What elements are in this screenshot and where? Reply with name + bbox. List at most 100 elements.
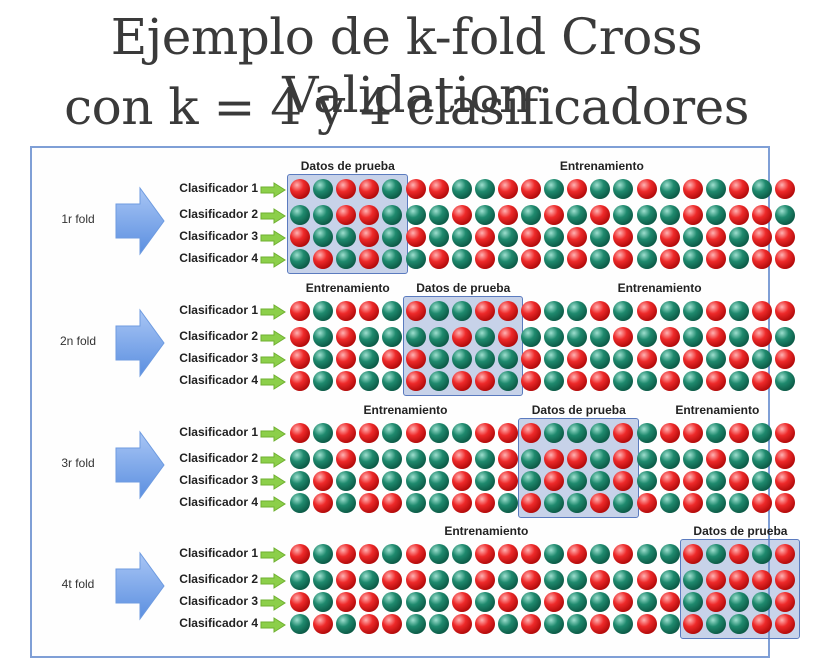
green-sample-ball [521, 327, 541, 347]
classifier-label: Clasificador 3 [179, 473, 258, 487]
green-sample-ball [613, 371, 634, 391]
green-sample-ball [728, 301, 749, 321]
green-sample-ball [382, 179, 403, 199]
small-arrow-icon [260, 547, 286, 563]
classifier-label: Clasificador 2 [179, 207, 258, 221]
classifier-label: Clasificador 4 [179, 373, 258, 387]
classifier-label: Clasificador 3 [179, 351, 258, 365]
red-sample-ball [451, 371, 472, 391]
red-sample-ball [405, 349, 426, 369]
green-sample-ball [567, 493, 588, 513]
green-sample-ball [521, 471, 541, 491]
red-sample-ball [752, 205, 772, 225]
red-sample-ball [336, 349, 357, 369]
green-sample-ball [728, 371, 749, 391]
small-arrow [260, 252, 286, 272]
small-arrow-icon [260, 252, 286, 268]
classifier-row: Clasificador 4 [32, 370, 796, 392]
red-sample-ball [290, 179, 310, 199]
red-sample-ball [497, 544, 518, 564]
green-sample-ball [544, 227, 565, 247]
red-sample-ball [590, 371, 611, 391]
green-sample-ball [359, 371, 380, 391]
fold-label: 1r fold [61, 212, 95, 226]
red-sample-ball [590, 614, 611, 634]
red-sample-ball [752, 301, 772, 321]
red-sample-ball [313, 249, 334, 269]
green-sample-ball [752, 423, 772, 443]
title-line-1: Ejemplo de k-fold Cross Validation [110, 8, 703, 124]
small-arrow-icon [260, 330, 286, 346]
green-sample-ball [451, 544, 472, 564]
green-sample-ball [544, 493, 565, 513]
fold-label: 2n fold [59, 334, 97, 348]
small-arrow [260, 182, 286, 202]
green-sample-ball [474, 449, 495, 469]
green-sample-ball [659, 570, 680, 590]
green-sample-ball [705, 544, 726, 564]
green-sample-ball [382, 471, 403, 491]
green-sample-ball [682, 327, 703, 347]
red-sample-ball [544, 471, 565, 491]
green-sample-ball [682, 371, 703, 391]
red-sample-ball [359, 205, 380, 225]
red-sample-ball [659, 471, 680, 491]
red-sample-ball [775, 349, 796, 369]
red-sample-ball [451, 493, 472, 513]
red-sample-ball [359, 423, 380, 443]
red-sample-ball [521, 614, 541, 634]
green-sample-ball [313, 423, 334, 443]
red-sample-ball [590, 301, 611, 321]
small-arrow-icon [260, 573, 286, 589]
red-sample-ball [775, 301, 796, 321]
green-sample-ball [544, 179, 565, 199]
green-sample-ball [405, 249, 426, 269]
red-sample-ball [497, 205, 518, 225]
green-sample-ball [313, 349, 334, 369]
green-sample-ball [428, 423, 449, 443]
green-sample-ball [521, 205, 541, 225]
red-sample-ball [613, 471, 634, 491]
red-sample-ball [290, 592, 310, 612]
classifier-label: Clasificador 1 [179, 181, 258, 195]
classifier-row: Clasificador 1 [32, 422, 796, 444]
green-sample-ball [705, 493, 726, 513]
red-sample-ball [405, 570, 426, 590]
red-sample-ball [728, 544, 749, 564]
green-sample-ball [405, 449, 426, 469]
green-sample-ball [682, 227, 703, 247]
green-sample-ball [451, 249, 472, 269]
green-sample-ball [728, 249, 749, 269]
red-sample-ball [775, 227, 796, 247]
green-sample-ball [382, 423, 403, 443]
small-arrow-icon [260, 595, 286, 611]
red-sample-ball [336, 205, 357, 225]
green-sample-ball [636, 544, 657, 564]
green-sample-ball [336, 614, 357, 634]
green-sample-ball [613, 301, 634, 321]
green-sample-ball [313, 205, 334, 225]
big-arrow [114, 186, 166, 260]
big-arrow-icon [115, 186, 165, 256]
green-sample-ball [544, 371, 565, 391]
green-sample-ball [474, 349, 495, 369]
green-sample-ball [290, 205, 310, 225]
small-arrow [260, 547, 286, 567]
green-sample-ball [590, 327, 611, 347]
green-sample-ball [359, 570, 380, 590]
green-sample-ball [313, 592, 334, 612]
red-sample-ball [474, 249, 495, 269]
small-arrow-icon [260, 304, 286, 320]
red-sample-ball [474, 614, 495, 634]
red-sample-ball [590, 493, 611, 513]
green-sample-ball [567, 327, 588, 347]
small-arrow-icon [260, 208, 286, 224]
red-sample-ball [451, 327, 472, 347]
red-sample-ball [705, 592, 726, 612]
red-sample-ball [775, 614, 796, 634]
green-sample-ball [474, 327, 495, 347]
small-arrow-icon [260, 352, 286, 368]
green-sample-ball [497, 493, 518, 513]
